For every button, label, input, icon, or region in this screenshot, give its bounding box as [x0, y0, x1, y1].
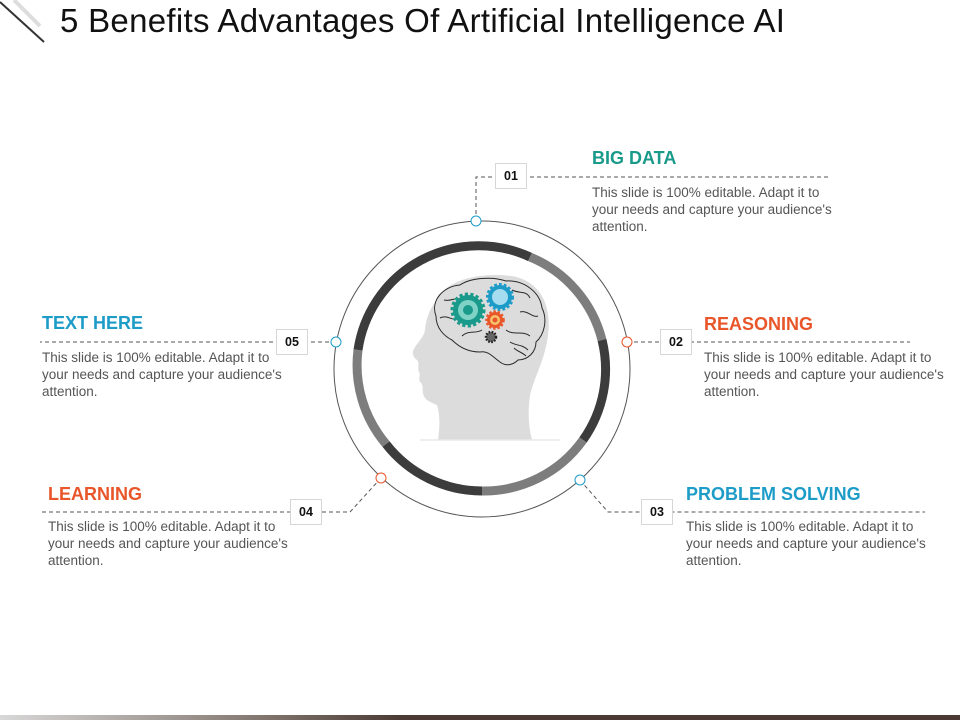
number-badge-05: 05 [276, 329, 308, 355]
description-05: This slide is 100% editable. Adapt it to… [42, 350, 282, 399]
slide-title: 5 Benefits Advantages Of Artificial Inte… [60, 2, 786, 39]
description-03: This slide is 100% editable. Adapt it to… [686, 519, 926, 568]
node-05-marker [330, 336, 342, 348]
node-04-marker [375, 472, 387, 484]
description-02: This slide is 100% editable. Adapt it to… [704, 350, 944, 399]
blue-gear-icon [486, 283, 514, 311]
node-01-marker [470, 215, 482, 227]
dark-gear-icon [484, 330, 498, 344]
bottom-accent-bar [0, 715, 960, 720]
corner-slash-decoration [0, 0, 45, 43]
heading-text-here: TEXT HERE [42, 313, 144, 333]
orange-gear-icon [485, 310, 505, 330]
heading-learning: LEARNING [48, 484, 142, 504]
heading-reasoning: REASONING [704, 314, 814, 334]
heading-big-data: BIG DATA [592, 148, 677, 168]
description-04: This slide is 100% editable. Adapt it to… [48, 519, 288, 568]
brain-outline-icon [434, 277, 546, 366]
number-badge-04: 04 [290, 499, 322, 525]
number-badge-02: 02 [660, 329, 692, 355]
head-silhouette-icon [412, 275, 560, 441]
node-02-marker [621, 336, 633, 348]
number-badge-03: 03 [641, 499, 673, 525]
heading-problem-solving: PROBLEM SOLVING [686, 484, 861, 504]
number-badge-01: 01 [495, 163, 527, 189]
segmented-ring [352, 241, 611, 496]
outer-ring [333, 220, 631, 518]
description-01: This slide is 100% editable. Adapt it to… [592, 185, 832, 234]
node-03-marker [574, 474, 586, 486]
teal-gear-icon [450, 292, 486, 328]
